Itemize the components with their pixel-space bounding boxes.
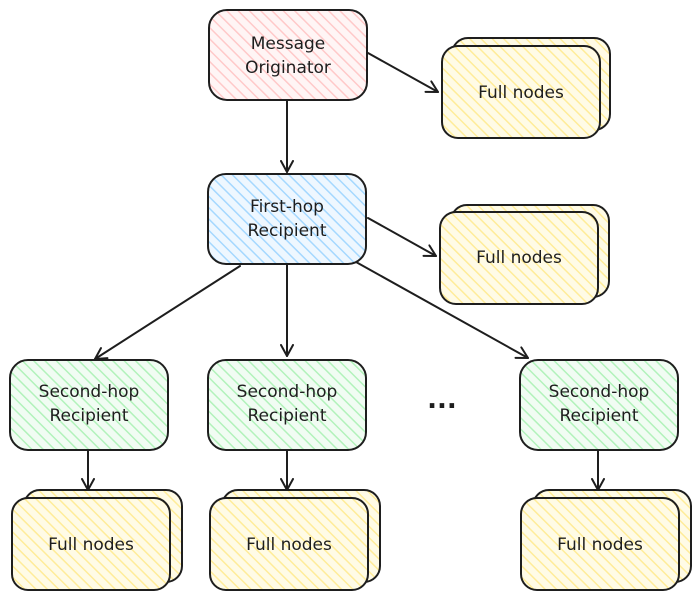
edge-firsthop-to-secondhop-1 (94, 265, 241, 360)
ellipsis-more-recipients: ... (427, 385, 457, 415)
second-hop-3-label-line2: Recipient (560, 406, 639, 426)
full-nodes-second-hop-3[interactable]: Full nodes (520, 489, 692, 591)
edges (81, 52, 605, 491)
full-nodes-first-hop[interactable]: Full nodes (439, 204, 610, 305)
full-nodes-label: Full nodes (48, 535, 134, 555)
node-second-hop-recipient-3[interactable]: Second-hop Recipient (519, 359, 679, 451)
first-hop-label-line2: Recipient (248, 221, 327, 241)
first-hop-label-line1: First-hop (250, 197, 324, 217)
edge-firsthop-to-fullnodes (367, 217, 437, 257)
second-hop-3-label-line1: Second-hop (549, 382, 650, 402)
full-nodes-second-hop-2[interactable]: Full nodes (209, 489, 381, 591)
node-second-hop-recipient-2[interactable]: Second-hop Recipient (207, 359, 367, 451)
second-hop-1-label-line2: Recipient (50, 406, 129, 426)
full-nodes-label: Full nodes (478, 83, 564, 103)
node-first-hop-recipient[interactable]: First-hop Recipient (207, 173, 367, 265)
node-second-hop-recipient-1[interactable]: Second-hop Recipient (9, 359, 169, 451)
second-hop-2-label-line1: Second-hop (237, 382, 338, 402)
full-nodes-label: Full nodes (557, 535, 643, 555)
full-nodes-label: Full nodes (476, 248, 562, 268)
originator-label-line2: Originator (245, 58, 331, 78)
edge-originator-to-fullnodes (367, 52, 439, 93)
full-nodes-label: Full nodes (246, 535, 332, 555)
second-hop-2-label-line2: Recipient (248, 406, 327, 426)
originator-label-line1: Message (251, 34, 326, 54)
full-nodes-second-hop-1[interactable]: Full nodes (11, 489, 183, 591)
second-hop-1-label-line1: Second-hop (39, 382, 140, 402)
full-nodes-originator[interactable]: Full nodes (441, 37, 611, 139)
edge-firsthop-to-secondhop-3 (355, 261, 529, 359)
node-message-originator[interactable]: Message Originator (208, 9, 368, 101)
